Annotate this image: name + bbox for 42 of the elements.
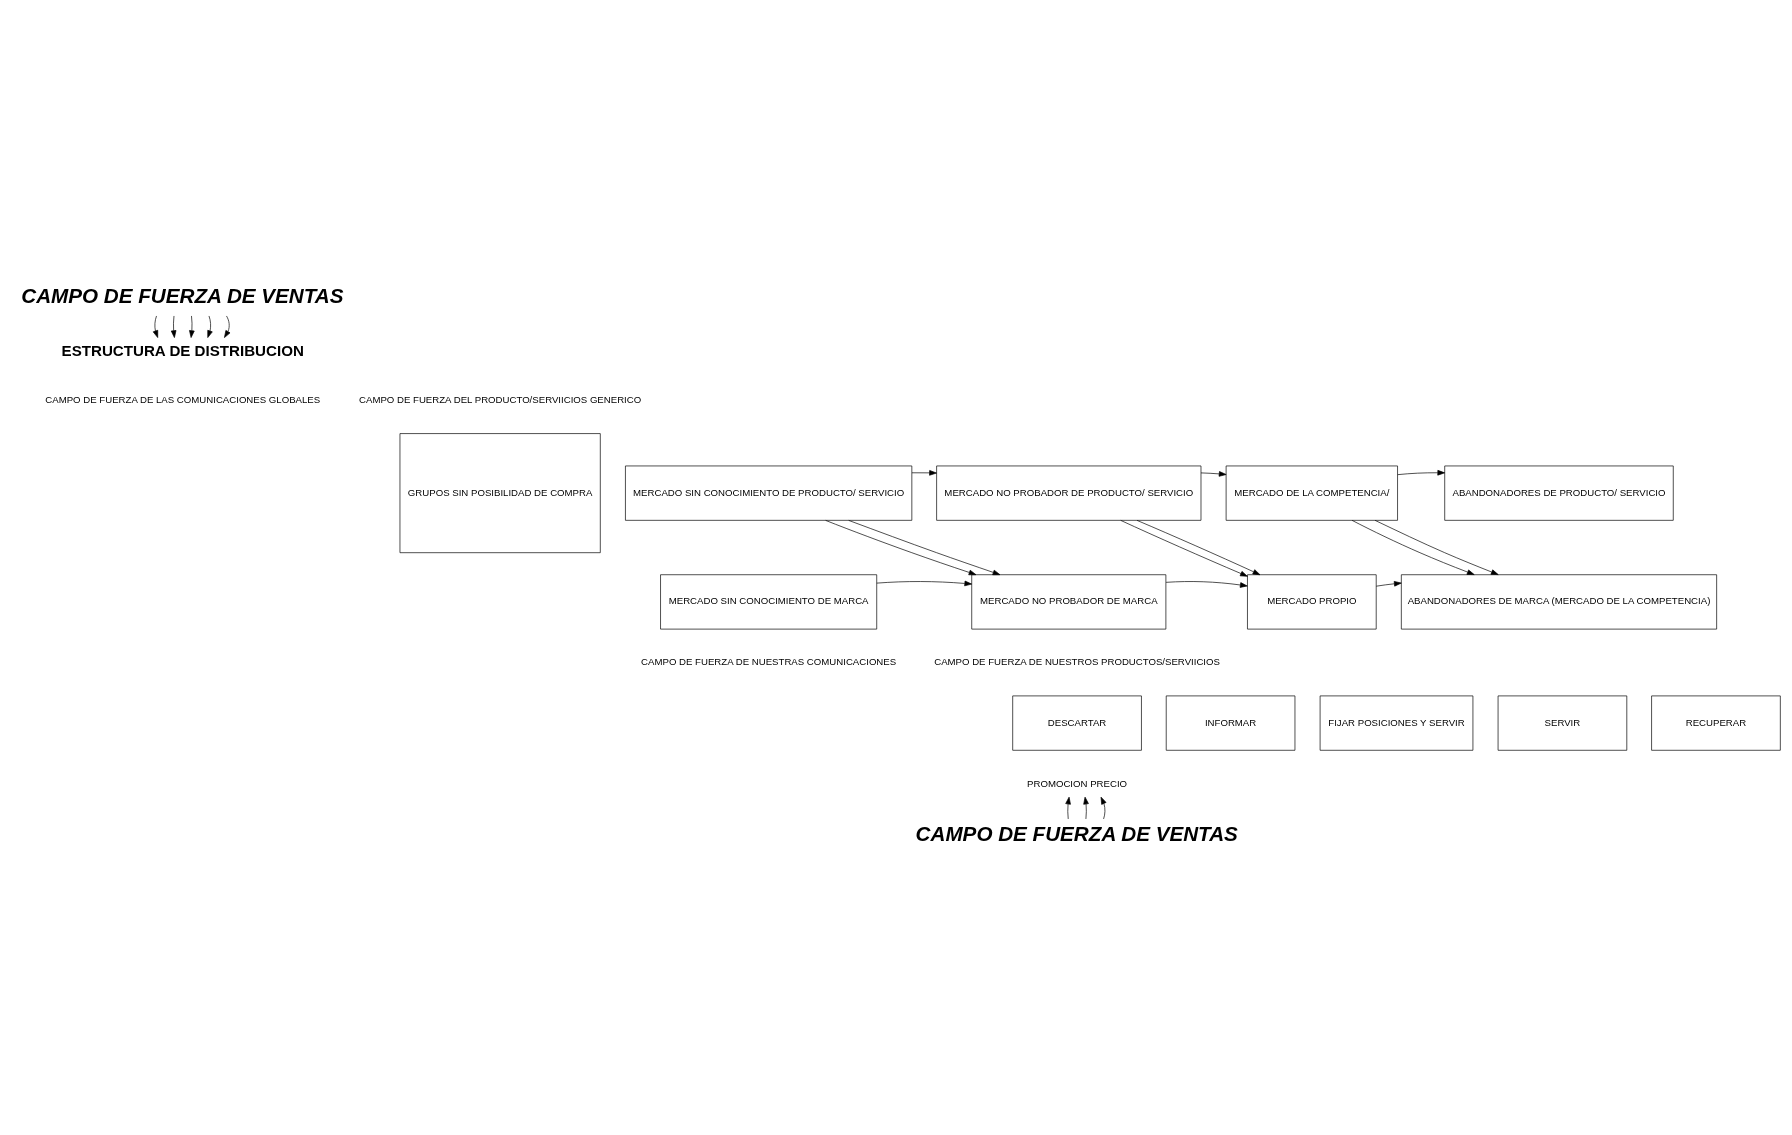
label: CAMPO DE FUERZA DE NUESTRAS COMUNICACIONES <box>641 656 897 668</box>
arrow <box>1065 796 1071 820</box>
arrow <box>911 470 937 476</box>
label: CAMPO DE FUERZA DE LAS COMUNICACIONES GLOBALES <box>45 393 321 405</box>
node-box: MERCADO SIN CONOCIMIENTO DE PRODUCTO/ SERVICIO <box>625 465 913 521</box>
node-box: ABANDONADORES DE PRODUCTO/ SERVICIO <box>1444 465 1674 521</box>
node-box: RECUPERAR <box>1651 695 1781 751</box>
arrow <box>1351 520 1475 575</box>
arrow <box>189 315 195 338</box>
arrow <box>1375 581 1402 587</box>
node-text: ESTRUCTURA DE DISTRIBUCION <box>61 341 304 359</box>
arrow <box>876 580 973 587</box>
node-text: CAMPO DE FUERZA DE VENTAS <box>21 283 344 307</box>
node-box: INFORMAR <box>1165 695 1296 751</box>
node-box: DESCARTAR <box>1012 695 1142 751</box>
label: CAMPO DE FUERZA DE NUESTROS PRODUCTOS/SERVIICIOS <box>934 656 1220 668</box>
arrow <box>1120 520 1248 577</box>
node-box: MERCADO DE LA COMPETENCIA/ <box>1225 465 1398 521</box>
arrow <box>1100 796 1107 820</box>
arrow <box>1136 520 1261 576</box>
node-box: FIJAR POSICIONES Y SERVIR <box>1319 695 1474 751</box>
node-box: MERCADO SIN CONOCIMIENTO DE MARCA <box>660 574 878 630</box>
arrow <box>170 315 177 338</box>
node-box: MERCADO PROPIO <box>1247 574 1377 630</box>
arrow <box>825 520 977 576</box>
arrow <box>207 315 213 338</box>
node-box: ABANDONADORES DE MARCA (MERCADO DE LA COMPETENCIA) <box>1401 574 1717 630</box>
node-box: SERVIR <box>1497 695 1628 751</box>
label: CAMPO DE FUERZA DEL PRODUCTO/SERVIICIOS GENERICO <box>359 393 642 405</box>
node-box: MERCADO NO PROBADOR DE MARCA <box>971 574 1167 630</box>
arrow <box>1165 581 1248 588</box>
arrow <box>1374 520 1499 575</box>
node-text: CAMPO DE FUERZA DE VENTAS <box>915 822 1238 846</box>
node-box: MERCADO NO PROBADOR DE PRODUCTO/ SERVICIO <box>936 465 1202 521</box>
node-box: GRUPOS SIN POSIBILIDAD DE COMPRA <box>399 433 601 554</box>
arrow <box>1200 471 1227 477</box>
arrow <box>152 315 159 338</box>
arrow <box>848 520 1001 576</box>
arrow <box>1083 796 1089 820</box>
arrow <box>224 315 231 338</box>
node-text: PROMOCION PRECIO <box>1027 778 1128 790</box>
arrow <box>1397 470 1446 476</box>
